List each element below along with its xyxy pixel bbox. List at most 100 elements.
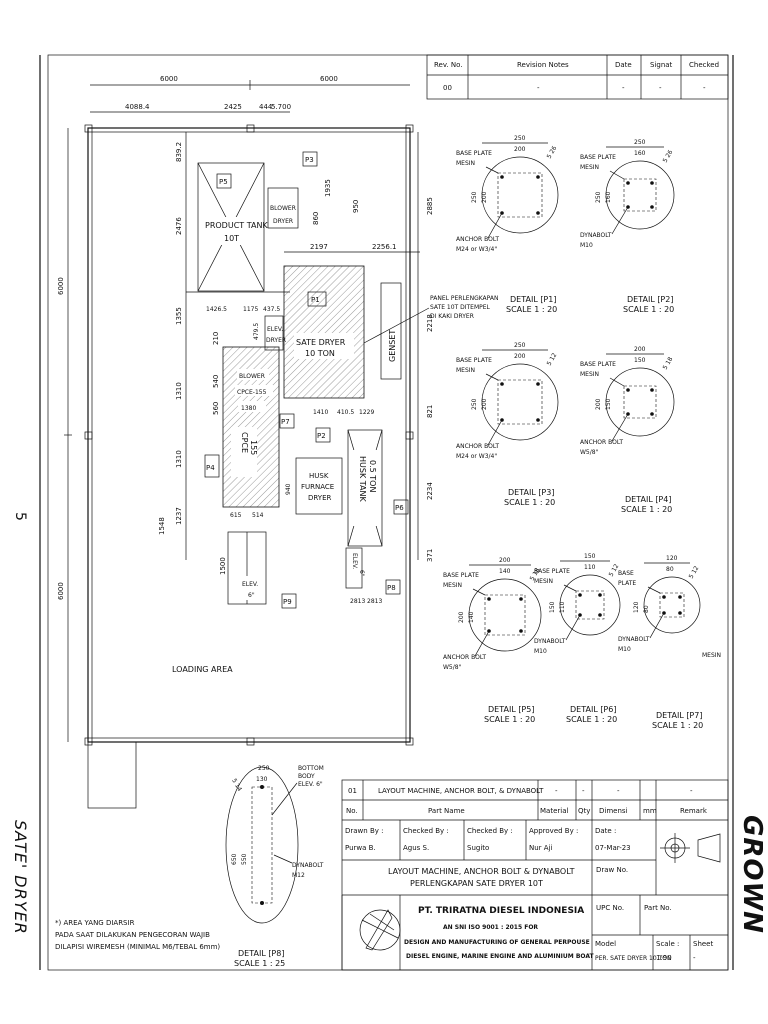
detail-p4-radius: 5 18 bbox=[662, 356, 675, 371]
part-no-label: Part No. bbox=[644, 904, 672, 912]
detail-p5-bolt-4 bbox=[519, 629, 523, 633]
dim-left-1548: 1548 bbox=[158, 517, 166, 535]
side-product-title: SATE' DRYER bbox=[11, 820, 30, 935]
detail-p2-bolt-2 bbox=[650, 181, 654, 185]
drawn-by-value: Purwa B. bbox=[345, 844, 376, 852]
tag-p8: P8 bbox=[387, 584, 396, 592]
elev6b-label-2: 6" bbox=[358, 570, 365, 577]
detail-p2-dim-h: 250 bbox=[595, 191, 602, 203]
detail-p3-bolt-label-2: M24 or W3/4" bbox=[456, 453, 497, 460]
product-tank-cap: 10T bbox=[224, 234, 239, 243]
detail-p6-plate-label-2: MESIN bbox=[534, 578, 553, 585]
detail-p1-leader-bolt bbox=[487, 212, 503, 239]
detail-p6-title: DETAIL [P6] bbox=[570, 705, 616, 714]
dim-outer-v2: 6000 bbox=[57, 582, 65, 600]
detail-p2-outline bbox=[605, 160, 675, 230]
blower-dryer-label: BLOWER bbox=[270, 205, 296, 212]
dim-right-2885: 2885 bbox=[426, 197, 434, 215]
husk-furnace-label: HUSK bbox=[309, 472, 329, 480]
detail-p1-radius: 5 26 bbox=[546, 145, 559, 160]
hdr-no: No. bbox=[346, 807, 358, 815]
detail-p1-leader-plate bbox=[485, 166, 499, 174]
drawn-by-label: Drawn By : bbox=[345, 827, 383, 835]
detail-p2-plate-label-2: MESIN bbox=[580, 164, 599, 171]
tag-p9: P9 bbox=[283, 598, 292, 606]
detail-p7-bolt-label: DYNABOLT bbox=[618, 636, 650, 643]
detail-p2-dim-w2: 160 bbox=[634, 150, 646, 157]
detail-p3-dim-h2: 200 bbox=[481, 398, 488, 410]
detail-p3-bolt-label: ANCHOR BOLT bbox=[456, 443, 499, 450]
husk-tank-label: HUSK TANK bbox=[358, 456, 367, 502]
detail-p4-dim-w2: 150 bbox=[634, 357, 646, 364]
tagline-1: DESIGN AND MANUFACTURING OF GENERAL PERP… bbox=[404, 939, 590, 946]
detail-p4-dim-h2: 150 bbox=[605, 398, 612, 410]
detail-p2-radius: 5 26 bbox=[662, 149, 675, 164]
note-line-1: *) AREA YANG DIARSIR bbox=[55, 919, 135, 927]
product-tank-label: PRODUCT TANK bbox=[205, 221, 268, 230]
tag-p2: P2 bbox=[317, 432, 326, 440]
detail-p8-bolt-bottom bbox=[260, 901, 264, 905]
detail-p7-leader-plate bbox=[647, 586, 661, 594]
brand-logo-text: GROWN bbox=[737, 815, 767, 934]
rev-header-no: Rev. No. bbox=[434, 61, 463, 69]
detail-p7-bolt-2 bbox=[678, 595, 682, 599]
detail-p2-dim-w: 250 bbox=[634, 139, 646, 146]
detail-p7-bolt-4 bbox=[678, 611, 682, 615]
dim-1935: 1935 bbox=[324, 179, 332, 197]
approved-value: Nur Aji bbox=[529, 844, 553, 852]
date-value: 07-Mar-23 bbox=[595, 844, 631, 852]
detail-p6-leader-bolt bbox=[565, 614, 581, 641]
detail-p7-plate bbox=[659, 592, 685, 618]
hdr-dimensi: Dimensi bbox=[599, 807, 628, 815]
dim-1380: 1380 bbox=[241, 405, 256, 412]
dim-2813a: 615 bbox=[230, 512, 242, 519]
detail-p5-dim-w: 200 bbox=[499, 557, 511, 564]
detail-p6-dim-w: 150 bbox=[584, 553, 596, 560]
detail-p4-bolt-label: ANCHOR BOLT bbox=[580, 439, 623, 446]
detail-p2-dim-h2: 160 bbox=[605, 191, 612, 203]
dim-right-2218: 2218 bbox=[426, 314, 434, 332]
detail-p3-plate bbox=[497, 379, 543, 425]
detail-p1-plate-label: BASE PLATE bbox=[456, 150, 492, 157]
date-label: Date : bbox=[595, 827, 616, 835]
detail-p8-dim-h2: 550 bbox=[241, 853, 248, 865]
draw-no-label: Draw No. bbox=[596, 866, 628, 874]
checked1-label: Checked By : bbox=[403, 827, 449, 835]
page-number: 5 bbox=[12, 512, 28, 521]
detail-p8-bolt-label: DYNABOLT bbox=[292, 862, 324, 869]
detail-p4-outline bbox=[605, 367, 675, 437]
dim-615: 2813 bbox=[350, 598, 365, 605]
rev-cell-checked: - bbox=[703, 84, 706, 92]
revision-table: Rev. No. Revision Notes Date Signat Chec… bbox=[426, 54, 729, 100]
panel-note-3: DI KAKI DRYER bbox=[430, 313, 474, 320]
detail-p5-scale: SCALE 1 : 20 bbox=[484, 715, 535, 724]
detail-p1-plate-label-2: MESIN bbox=[456, 160, 475, 167]
detail-p8-plate-label: BOTTOM bbox=[298, 765, 324, 772]
elev6-label: ELEV. bbox=[242, 581, 258, 588]
detail-p6-outline bbox=[559, 574, 621, 636]
dimensi-value: - bbox=[617, 787, 620, 795]
detail-p1-bolt-1 bbox=[500, 175, 504, 179]
dim-860: 860 bbox=[312, 212, 320, 225]
panel-note-1: PANEL PERLENGKAPAN bbox=[430, 295, 498, 302]
detail-p1-bolt-label-2: M24 or W3/4" bbox=[456, 246, 497, 253]
detail-p4-title: DETAIL [P4] bbox=[625, 495, 671, 504]
dim-950: 950 bbox=[352, 200, 360, 213]
detail-p2-bolt-1 bbox=[626, 181, 630, 185]
detail-p1-bolt-4 bbox=[536, 211, 540, 215]
dim-left-839: 839.2 bbox=[175, 142, 183, 162]
detail-p3-plate-label-2: MESIN bbox=[456, 367, 475, 374]
dim-right-371: 371 bbox=[426, 549, 434, 562]
detail-p8-leader-bolt bbox=[273, 854, 293, 864]
detail-p8-dim-w: 250 bbox=[258, 765, 270, 772]
checked1-value: Agus S. bbox=[403, 844, 429, 852]
dim-1410: 1410 bbox=[313, 409, 328, 416]
detail-p3-dim-w: 250 bbox=[514, 342, 526, 349]
detail-p4-plate-label-2: MESIN bbox=[580, 371, 599, 378]
dim-940: 940 bbox=[285, 483, 292, 495]
tag-p6: P6 bbox=[395, 504, 404, 512]
dim-2813b: 514 bbox=[252, 512, 264, 519]
detail-p5-plate-label: BASE PLATE bbox=[443, 572, 479, 579]
material-value: - bbox=[555, 787, 558, 795]
detail-p3-radius: 5 12 bbox=[546, 352, 559, 367]
